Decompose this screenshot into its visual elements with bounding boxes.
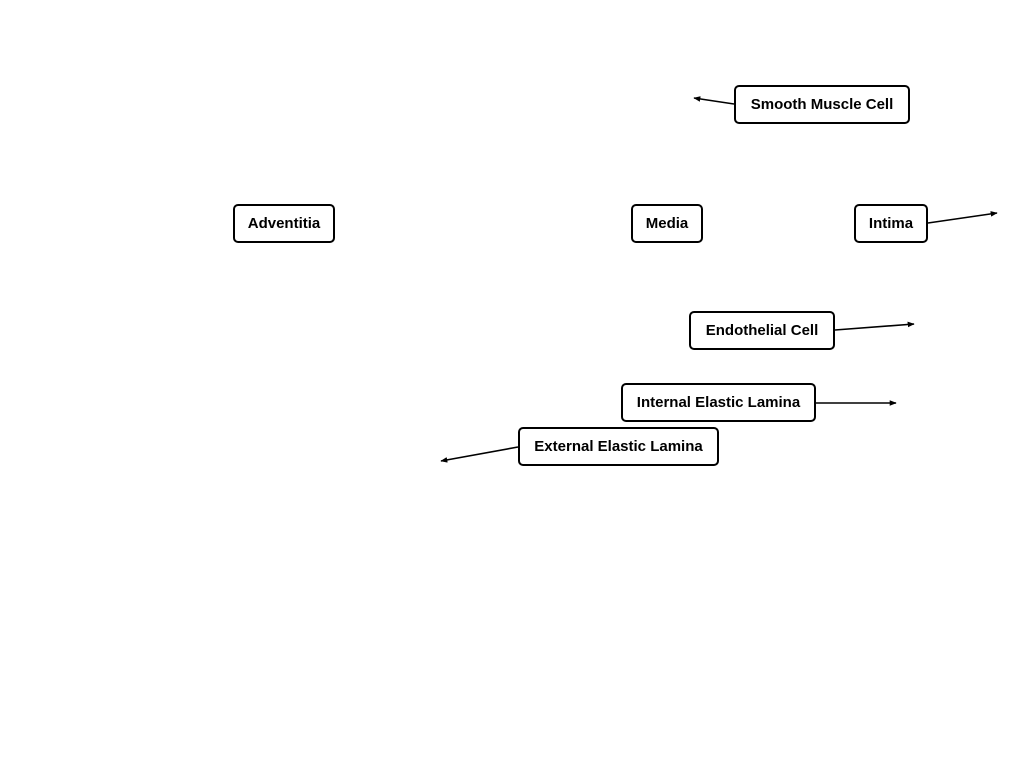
endothelial-cell-arrow <box>834 321 915 331</box>
endothelial-cell-label: Endothelial Cell <box>689 311 835 350</box>
internal-elastic-lamina-label: Internal Elastic Lamina <box>621 383 816 422</box>
intima-arrow <box>927 211 998 224</box>
adventitia-label: Adventitia <box>233 204 335 243</box>
external-elastic-lamina-arrow <box>440 446 519 463</box>
media-label: Media <box>631 204 703 243</box>
intima-label: Intima <box>854 204 928 243</box>
smooth-muscle-cell-arrow <box>693 96 735 105</box>
smooth-muscle-cell-label: Smooth Muscle Cell <box>734 85 910 124</box>
external-elastic-lamina-label: External Elastic Lamina <box>518 427 719 466</box>
